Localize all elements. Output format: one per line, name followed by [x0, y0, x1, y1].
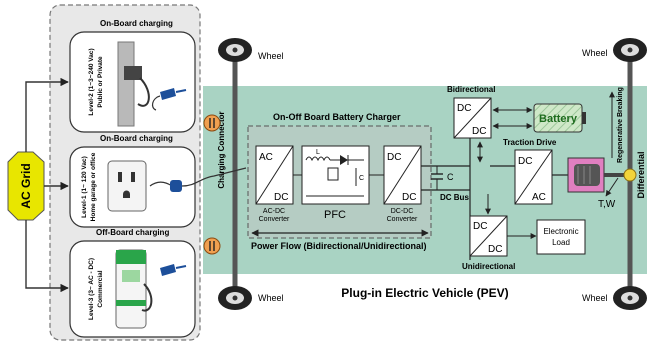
wheel-label-top-right: Wheel	[582, 48, 608, 58]
regen-label: Regenerative Breaking	[617, 87, 624, 163]
onboard-mid-title: On-Board charging	[100, 134, 173, 143]
differential-label: Differential	[636, 151, 646, 198]
electronic-load-line2: Load	[552, 238, 570, 247]
pfc-c-label: C	[359, 175, 364, 182]
acdc-converter-block	[255, 145, 294, 205]
unidirectional-top-label: DC	[473, 221, 487, 232]
grid-link-level3	[25, 220, 69, 293]
wheel-bottom-left	[218, 286, 252, 310]
offboard-title: Off-Board charging	[96, 228, 169, 237]
pfc-block	[301, 145, 370, 205]
unidirectional-label: Unidirectional	[462, 262, 515, 271]
battery-label: Battery	[539, 113, 578, 125]
level2-plug-icon	[151, 88, 187, 111]
traction-bottom-label: AC	[532, 192, 546, 203]
dc-bus-label: DC Bus	[440, 193, 469, 202]
torque-speed-label: T,W	[598, 199, 616, 210]
bidirectional-label: Bidirectional	[447, 85, 495, 94]
bidirectional-bottom-label: DC	[472, 126, 486, 137]
level2-charger-picture	[117, 41, 150, 127]
onboard-top-title: On-Board charging	[100, 19, 173, 28]
pev-title: Plug-in Electric Vehicle (PEV)	[341, 286, 508, 300]
unidirectional-bottom-label: DC	[488, 244, 502, 255]
acdc-ac-label: AC	[259, 152, 273, 163]
torque-arrow	[605, 177, 619, 197]
level1-line2: Home garage or office	[90, 152, 97, 221]
dc-bus-c-label: C	[447, 172, 454, 182]
wheel-label-bottom-right: Wheel	[582, 293, 608, 303]
power-flow-label: Power Flow (Bidirectional/Unidirectional…	[251, 241, 427, 251]
ac-grid-label: AC Grid	[19, 163, 33, 208]
charging-connector-top-icon	[203, 114, 221, 132]
pfc-label: PFC	[324, 209, 346, 221]
level1-line1: Level-1 (1~ 120 Vac)	[81, 156, 88, 218]
pfc-circuit	[305, 155, 364, 197]
level3-line1: Level-3 (3~ AC - DC)	[88, 258, 95, 320]
motor-icon	[567, 157, 637, 193]
charging-connector-bottom-icon	[203, 237, 221, 255]
bidirectional-converter-block	[453, 97, 492, 139]
traction-top-label: DC	[518, 156, 532, 167]
traction-drive-label: Traction Drive	[503, 138, 557, 147]
charging-connector-label: Charging Connector	[217, 111, 226, 188]
level1-charging-cable	[181, 167, 247, 187]
level2-line2: Public or Private	[97, 56, 104, 108]
level3-line2: Commercial	[97, 270, 104, 307]
level3-plug-icon	[160, 264, 187, 276]
electronic-load-box	[536, 219, 586, 255]
battery-block	[533, 103, 586, 133]
dc-fast-charger-picture	[115, 249, 153, 329]
dcdc-bottom-label: DC	[402, 192, 416, 203]
wheel-bottom-right	[613, 286, 647, 310]
acdc-caption-2: Converter	[259, 216, 290, 223]
wall-outlet-icon	[107, 160, 147, 212]
wheel-label-bottom-left: Wheel	[258, 293, 284, 303]
acdc-caption-1: AC-DC	[263, 208, 285, 215]
wheel-label-top-left: Wheel	[258, 51, 284, 61]
bidirectional-top-label: DC	[457, 103, 471, 114]
pfc-l-label: L	[316, 149, 320, 156]
ac-grid-node	[7, 151, 45, 221]
wheel-top-right	[613, 38, 647, 62]
level2-line1: Level-2 (1~3~240 Vac)	[88, 48, 95, 115]
unidirectional-converter-block	[469, 215, 508, 257]
dcdc-caption-1: DC-DC	[391, 208, 414, 215]
dcdc-top-label: DC	[387, 152, 401, 163]
level1-plug-icon	[149, 180, 182, 192]
acdc-dc-label: DC	[274, 192, 288, 203]
traction-inverter-block	[514, 149, 553, 205]
electronic-load-line1: Electronic	[543, 227, 578, 236]
wheel-top-left	[218, 38, 252, 62]
charger-title: On-Off Board Battery Charger	[273, 112, 401, 122]
dcdc-converter-block	[383, 145, 422, 205]
dcdc-caption-2: Converter	[387, 216, 418, 223]
grid-link-level2	[25, 77, 69, 152]
